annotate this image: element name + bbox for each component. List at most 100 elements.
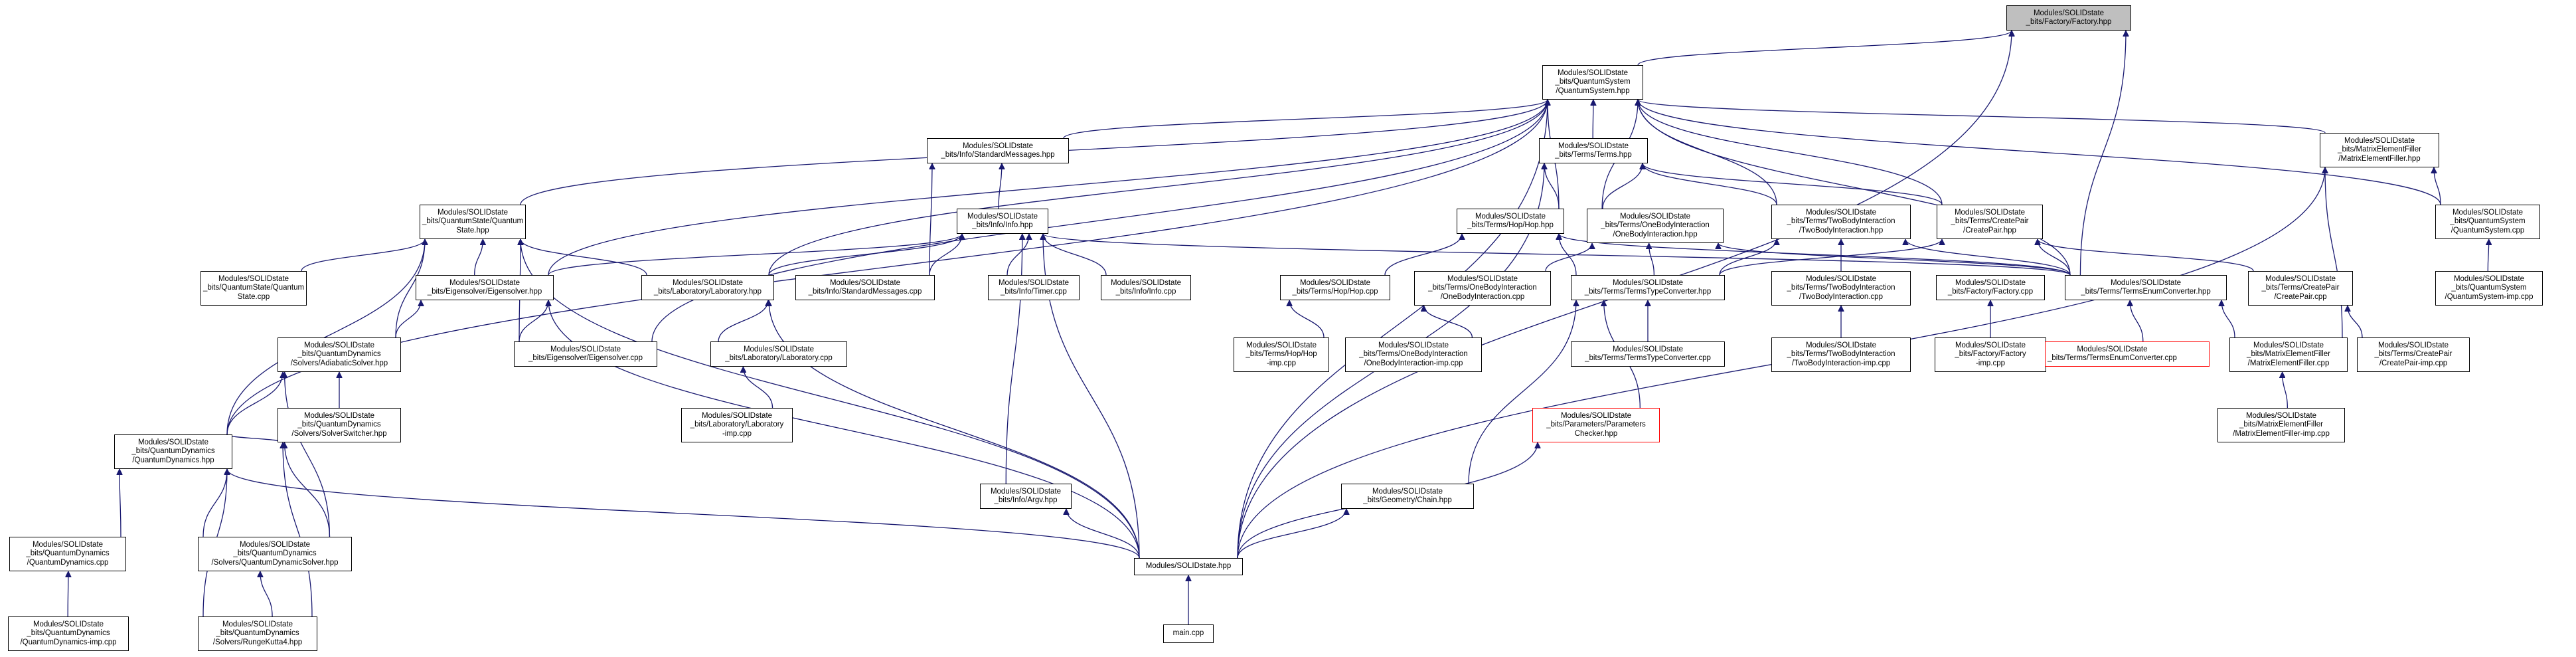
node-onebodyinteraction-imp-cpp[interactable]: Modules/SOLIDstate _bits/Terms/OneBodyIn…: [1345, 337, 1482, 372]
dependency-edge: [929, 234, 962, 276]
node-quantumstate-cpp[interactable]: Modules/SOLIDstate _bits/QuantumState/Qu…: [201, 271, 307, 306]
dependency-edge: [1384, 233, 1462, 276]
dependency-edge: [929, 163, 932, 276]
node-info-hpp[interactable]: Modules/SOLIDstate _bits/Info/Info.hpp: [957, 209, 1048, 234]
node-hop-imp-cpp[interactable]: Modules/SOLIDstate _bits/Terms/Hop/Hop -…: [1234, 337, 1329, 372]
dependency-edge: [260, 571, 273, 617]
dependency-edge: [1637, 30, 2012, 66]
node-termsenumconverter-cpp[interactable]: Modules/SOLIDstate _bits/Terms/TermsEnum…: [2045, 341, 2210, 367]
dependency-edge: [651, 100, 1548, 342]
node-matrixelementfiller-hpp[interactable]: Modules/SOLIDstate _bits/MatrixElementFi…: [2320, 133, 2439, 167]
dependency-edge: [1005, 234, 1022, 484]
dependency-edge: [283, 442, 313, 617]
node-laboratory-hpp[interactable]: Modules/SOLIDstate _bits/Laboratory/Labo…: [641, 275, 774, 300]
dependency-edge: [1237, 508, 1346, 559]
node-matrixelementfiller-cpp[interactable]: Modules/SOLIDstate _bits/MatrixElementFi…: [2229, 337, 2348, 372]
node-terms-hpp[interactable]: Modules/SOLIDstate _bits/Terms/Terms.hpp: [1539, 138, 1648, 163]
dependency-edge: [1063, 99, 1548, 139]
dependency-edge: [521, 238, 647, 276]
node-factory-hpp[interactable]: Modules/SOLIDstate _bits/Factory/Factory…: [2006, 5, 2131, 31]
dependency-edge: [1066, 508, 1140, 559]
node-quantumsystem-cpp[interactable]: Modules/SOLIDstate _bits/QuantumSystem /…: [2435, 205, 2540, 239]
node-standardmessages-cpp[interactable]: Modules/SOLIDstate _bits/Info/StandardMe…: [795, 275, 935, 300]
dependency-edge: [202, 469, 227, 537]
dependency-edge: [2079, 31, 2126, 276]
dependency-edge: [1718, 242, 2071, 276]
dependency-edge: [1719, 238, 1777, 276]
node-quantumdynamicsolver-hpp[interactable]: Modules/SOLIDstate _bits/QuantumDynamics…: [198, 537, 352, 571]
node-createpair-hpp[interactable]: Modules/SOLIDstate _bits/Terms/CreatePai…: [1937, 205, 2043, 239]
dependency-edge: [1638, 99, 2326, 134]
node-onebodyinteraction-hpp[interactable]: Modules/SOLIDstate _bits/Terms/OneBodyIn…: [1587, 209, 1724, 243]
dependency-edge: [768, 100, 1548, 276]
node-quantumdynamics-imp-cpp[interactable]: Modules/SOLIDstate _bits/QuantumDynamics…: [8, 616, 129, 651]
dependency-edge: [301, 238, 425, 272]
node-parameterschecker-hpp[interactable]: Modules/SOLIDstate _bits/Parameters/Para…: [1532, 408, 1660, 442]
node-factory-imp-cpp[interactable]: Modules/SOLIDstate _bits/Factory/Factory…: [1935, 337, 2046, 372]
node-twobodyinteraction-imp-cpp[interactable]: Modules/SOLIDstate _bits/Terms/TwoBodyIn…: [1771, 337, 1911, 372]
dependency-edge: [2038, 238, 2254, 272]
dependency-edge: [2434, 167, 2441, 205]
dependency-edge: [1424, 305, 1473, 338]
node-adiabaticsolver-hpp[interactable]: Modules/SOLIDstate _bits/QuantumDynamics…: [278, 337, 401, 372]
node-matrixelementfiller-imp-cpp[interactable]: Modules/SOLIDstate _bits/MatrixElementFi…: [2217, 408, 2345, 442]
dependency-edge: [519, 300, 548, 342]
dependency-edge: [474, 239, 483, 276]
dependency-edge: [226, 372, 283, 435]
node-solverswitcher-hpp[interactable]: Modules/SOLIDstate _bits/QuantumDynamics…: [278, 408, 401, 442]
dependency-edge: [1289, 300, 1325, 338]
node-twobodyinteraction-hpp[interactable]: Modules/SOLIDstate _bits/Terms/TwoBodyIn…: [1771, 205, 1911, 239]
node-argv-hpp[interactable]: Modules/SOLIDstate _bits/Info/Argv.hpp: [980, 484, 1072, 509]
dependency-edge: [1006, 234, 1029, 276]
dependency-edge: [2038, 238, 2071, 276]
dependency-edge: [718, 300, 768, 342]
dependency-edge: [1544, 163, 1560, 209]
node-quantumdynamics-hpp[interactable]: Modules/SOLIDstate _bits/QuantumDynamics…: [114, 434, 232, 469]
dependency-edge: [226, 100, 1548, 435]
node-eigensolver-hpp[interactable]: Modules/SOLIDstate _bits/Eigensolver/Eig…: [416, 275, 554, 300]
node-info-cpp[interactable]: Modules/SOLIDstate _bits/Info/Info.cpp: [1101, 275, 1191, 300]
node-quantumdynamics-cpp[interactable]: Modules/SOLIDstate _bits/QuantumDynamics…: [9, 537, 126, 571]
node-main-cpp[interactable]: main.cpp: [1163, 624, 1214, 643]
node-createpair-cpp[interactable]: Modules/SOLIDstate _bits/Terms/CreatePai…: [2248, 271, 2353, 306]
dependency-edge: [769, 300, 1140, 559]
node-createpair-imp-cpp[interactable]: Modules/SOLIDstate _bits/Terms/CreatePai…: [2357, 337, 2470, 372]
dependency-edge: [226, 434, 283, 443]
dependency-edge: [227, 468, 1140, 559]
node-solidstate-hpp[interactable]: Modules/SOLIDstate.hpp: [1134, 558, 1243, 575]
node-twobodyinteraction-cpp[interactable]: Modules/SOLIDstate _bits/Terms/TwoBodyIn…: [1771, 271, 1911, 306]
dependency-edge: [1638, 100, 2441, 205]
dependency-edge: [1545, 242, 1592, 272]
node-termsenumconverter-hpp[interactable]: Modules/SOLIDstate _bits/Terms/TermsEnum…: [2065, 275, 2227, 300]
dependency-edge: [120, 469, 121, 537]
dependency-edge: [548, 100, 1548, 276]
node-termstypeconverter-hpp[interactable]: Modules/SOLIDstate _bits/Terms/TermsType…: [1571, 275, 1725, 300]
dependency-edge: [2221, 300, 2235, 338]
node-hop-hpp[interactable]: Modules/SOLIDstate _bits/Terms/Hop/Hop.h…: [1457, 209, 1564, 234]
dependency-edge: [1602, 163, 1643, 209]
node-quantumsystem-hpp[interactable]: Modules/SOLIDstate _bits/QuantumSystem /…: [1542, 65, 1643, 100]
dependency-edge: [1638, 100, 2071, 276]
dependency-edge: [743, 367, 773, 409]
node-timer-cpp[interactable]: Modules/SOLIDstate _bits/Info/Timer.cpp: [988, 275, 1080, 300]
dependency-edge: [548, 233, 962, 276]
node-eigensolver-cpp[interactable]: Modules/SOLIDstate _bits/Eigensolver/Eig…: [514, 341, 657, 367]
node-rungekutta4-hpp[interactable]: Modules/SOLIDstate _bits/QuantumDynamics…: [198, 616, 317, 651]
node-factory-cpp[interactable]: Modules/SOLIDstate _bits/Factory/Factory…: [1936, 275, 2045, 300]
dependency-edge: [1719, 238, 1942, 276]
node-termstypeconverter-cpp[interactable]: Modules/SOLIDstate _bits/Terms/TermsType…: [1571, 341, 1725, 367]
dependency-edge: [1638, 100, 1943, 205]
dependency-edge: [2130, 300, 2144, 342]
node-onebodyinteraction-cpp[interactable]: Modules/SOLIDstate _bits/Terms/OneBodyIn…: [1414, 271, 1551, 306]
node-chain-hpp[interactable]: Modules/SOLIDstate _bits/Geometry/Chain.…: [1341, 484, 1474, 509]
node-laboratory-cpp[interactable]: Modules/SOLIDstate _bits/Laboratory/Labo…: [710, 341, 847, 367]
node-quantumstate-hpp[interactable]: Modules/SOLIDstate _bits/QuantumState/Qu…: [420, 205, 526, 239]
dependency-edge: [521, 239, 1140, 559]
node-laboratory-imp-cpp[interactable]: Modules/SOLIDstate _bits/Laboratory/Labo…: [681, 408, 793, 442]
node-quantumsystem-imp-cpp[interactable]: Modules/SOLIDstate _bits/QuantumSystem /…: [2435, 271, 2543, 306]
node-hop-cpp[interactable]: Modules/SOLIDstate _bits/Terms/Hop/Hop.c…: [1280, 275, 1390, 300]
dependency-edge: [2283, 372, 2288, 409]
node-standardmessages-hpp[interactable]: Modules/SOLIDstate _bits/Info/StandardMe…: [927, 138, 1069, 163]
dependency-edge: [1043, 233, 2071, 276]
dependency-edges: [68, 30, 2489, 624]
